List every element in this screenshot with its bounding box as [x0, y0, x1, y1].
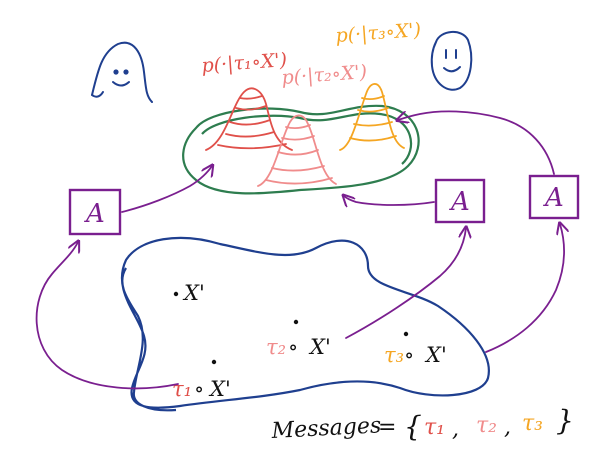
messages-comma-1: , — [452, 417, 459, 442]
point-x-prime: X' — [173, 281, 205, 305]
label-compose-tau3: ∘ — [404, 343, 414, 367]
label-compose-tau2: ∘ — [288, 335, 298, 359]
distribution-tau1 — [205, 87, 293, 151]
label-x-tau1: X' — [208, 377, 231, 401]
point-tau2-x: τ₂ ∘ X' — [266, 319, 331, 359]
agent-label-right: A — [543, 183, 564, 213]
messages-comma-2: , — [504, 415, 511, 440]
distribution-tau3 — [339, 83, 405, 151]
messages-label: Messages — [270, 413, 382, 444]
label-dist-tau3: p(·|τ₃∘X') — [335, 19, 422, 47]
label-compose-tau1: ∘ — [194, 377, 204, 401]
arrow-tau2-to-middle-agent — [345, 228, 466, 339]
messages-item-tau1: τ₁ — [424, 415, 445, 440]
arrow-middle-agent-to-dist — [344, 196, 435, 205]
arrow-left-agent-to-dist — [121, 166, 212, 213]
agent-box-middle: A — [434, 178, 486, 224]
agent-box-right: A — [528, 174, 580, 220]
output-distribution-region — [182, 104, 420, 195]
messages-item-tau3: τ₃ — [522, 411, 543, 436]
point-tau1-x: τ₁ ∘ X' — [172, 359, 231, 401]
label-x-tau3: X' — [424, 343, 447, 367]
distribution-tau2 — [257, 114, 337, 187]
messages-close-brace: } — [556, 404, 574, 437]
agent-label-middle: A — [449, 187, 470, 217]
label-dist-tau1: p(·|τ₁∘X') — [201, 49, 288, 77]
label-tau2: τ₂ — [266, 335, 286, 359]
arrow-tau3-to-right-agent — [485, 224, 564, 353]
label-x-prime: X' — [182, 281, 205, 305]
label-x-tau2: X' — [308, 335, 331, 359]
messages-open-brace: { — [404, 410, 422, 443]
arrow-right-agent-to-dist — [398, 110, 555, 175]
arrow-tau1-to-left-agent — [35, 242, 179, 390]
messages-equals: = — [378, 415, 396, 440]
label-tau1: τ₁ — [172, 377, 192, 401]
person-left-icon — [91, 41, 153, 103]
agent-box-left: A — [68, 188, 122, 236]
agent-label-left: A — [84, 199, 105, 229]
point-tau3-x: τ₃ ∘ X' — [384, 331, 447, 367]
messages-item-tau2: τ₂ — [476, 413, 497, 438]
person-right-icon — [430, 31, 473, 91]
messages-set: Messages = { τ₁ , τ₂ , τ₃ } — [270, 404, 574, 444]
label-dist-tau2: p(·|τ₂∘X') — [281, 61, 368, 89]
label-tau3: τ₃ — [384, 343, 404, 367]
